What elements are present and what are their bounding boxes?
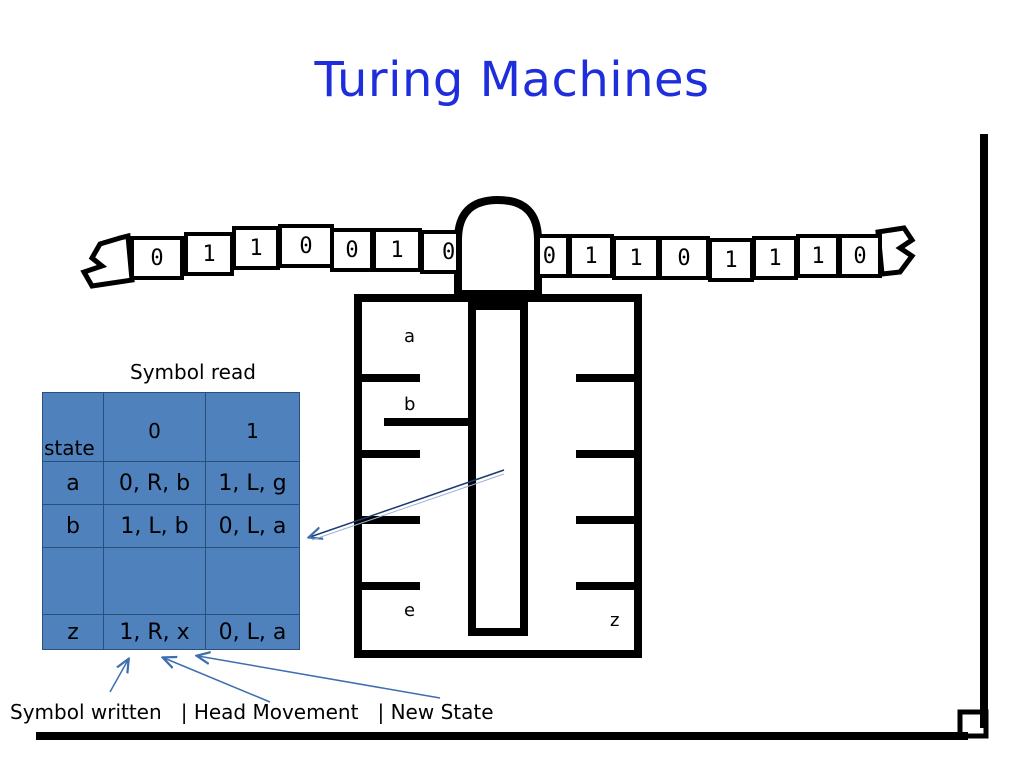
tape-cell: 1: [184, 232, 234, 276]
tape-cell: 1: [796, 234, 840, 278]
table-cell: 1, L, b: [103, 504, 206, 548]
state-label-b: b: [404, 394, 416, 415]
tape-cell: 0: [658, 236, 710, 280]
table-header-corner: [42, 392, 104, 462]
table-row-state: a: [42, 461, 104, 505]
tape-cell: 0: [838, 234, 882, 278]
tape-cell: 1: [612, 236, 660, 280]
machine-shaft: [468, 302, 528, 636]
tape-cell: 1: [752, 236, 798, 280]
state-label-a: a: [404, 326, 416, 347]
table-cell: 1, R, x: [103, 614, 206, 650]
table-cell: 0, R, b: [103, 461, 206, 505]
head-movement-arrow: [164, 658, 271, 703]
table-cell: [205, 547, 300, 615]
tape-cell: 0: [330, 228, 374, 272]
table-row-state: b: [42, 504, 104, 548]
state-label-e: e: [404, 600, 416, 621]
tape-cell: 1: [232, 226, 280, 270]
table-header-0: 0: [103, 392, 206, 462]
table-header-1: 1: [205, 392, 300, 462]
state-column-label: state: [44, 436, 95, 460]
table-row-state: [42, 547, 104, 615]
tape-left-end: [80, 232, 135, 289]
machine-to-table-arrow-shadow: [311, 473, 505, 541]
tape-cell: 1: [568, 234, 614, 278]
table-cell: 0, L, a: [205, 504, 300, 548]
slide-title: Turing Machines: [314, 52, 710, 108]
frame-corner: [957, 709, 989, 739]
table-cell: [103, 547, 206, 615]
state-label-z: z: [610, 610, 620, 631]
tape-cell: 1: [708, 238, 754, 282]
table-row-state: z: [42, 614, 104, 650]
symbol-read-label: Symbol read: [130, 360, 256, 384]
table-cell: 1, L, g: [205, 461, 300, 505]
tape-cell: 0: [536, 234, 570, 278]
read-head: [454, 195, 542, 298]
tape-cell: 0: [420, 230, 460, 274]
tape-cell: 0: [130, 236, 184, 280]
tape-right-end: [875, 225, 916, 277]
caption: Symbol written | Head Movement | New Sta…: [10, 700, 494, 724]
tape-cell: 0: [278, 224, 334, 268]
machine-to-table-arrow: [310, 469, 505, 537]
tape-cell: 1: [372, 228, 422, 272]
symbol-written-arrow: [109, 660, 128, 693]
table-cell: 0, L, a: [205, 614, 300, 650]
new-state-arrow: [198, 656, 441, 699]
